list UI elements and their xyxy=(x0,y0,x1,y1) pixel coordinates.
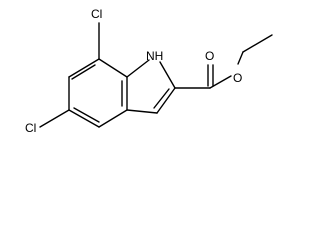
bond-oester-methyl xyxy=(242,34,273,53)
bond-oester-up xyxy=(237,51,244,65)
bond-c5-c4 xyxy=(68,109,100,128)
bond-c5-c4-inner xyxy=(73,107,100,123)
bond-c7a-c7 xyxy=(98,58,128,78)
chemical-structure: Cl NH Cl O O xyxy=(25,7,273,135)
bond-c4-c3a xyxy=(98,109,128,128)
bond-ccarbonyl-oester xyxy=(209,75,232,89)
bond-c3-c3a xyxy=(126,109,158,114)
atom-cl-top: Cl xyxy=(91,7,102,21)
bond-c7-c6 xyxy=(68,58,100,78)
bond-c2-c3 xyxy=(156,87,176,114)
atom-o-ester: O xyxy=(233,71,242,85)
atom-nh: NH xyxy=(146,49,163,63)
atom-o-carbonyl: O xyxy=(205,49,214,63)
bond-n-c2 xyxy=(159,61,176,89)
bond-lines xyxy=(39,22,273,128)
bond-c7-c6-inner xyxy=(71,64,96,80)
structure-drawing: Cl NH Cl O O xyxy=(25,7,273,135)
bond-c5-cl xyxy=(39,109,70,128)
atom-labels: Cl NH Cl O O xyxy=(25,7,242,135)
bond-c2-c3-inner xyxy=(153,88,170,109)
atom-cl-bottom: Cl xyxy=(25,121,36,135)
bond-c7a-n xyxy=(126,59,150,78)
